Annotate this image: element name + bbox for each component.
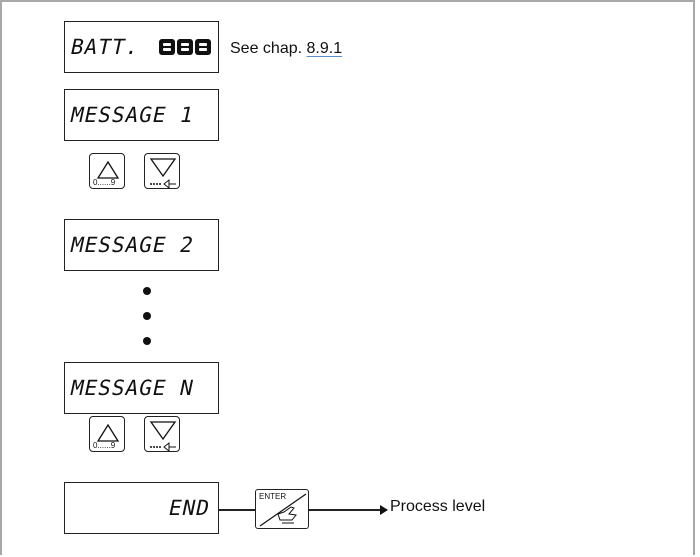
up-key-label: 0......9 (93, 178, 116, 187)
message-1-text: MESSAGE 1 (68, 103, 197, 127)
message-n-display: MESSAGE N (64, 362, 219, 414)
end-display: END (64, 482, 219, 534)
down-triangle-icon (149, 158, 177, 190)
down-triangle-icon (149, 421, 177, 453)
up-triangle-icon (96, 423, 120, 442)
segment-digit-icon (195, 38, 211, 55)
message-2-text: MESSAGE 2 (68, 233, 197, 257)
down-key[interactable] (144, 416, 180, 453)
batt-display: BATT. (64, 21, 219, 73)
segment-digit-icon (177, 38, 193, 55)
ellipsis-dot (143, 287, 151, 295)
end-text: END (166, 496, 213, 520)
enter-key[interactable]: ENTER (255, 489, 309, 529)
chapter-link[interactable]: 8.9.1 (306, 40, 343, 57)
up-key[interactable]: 0......9 (89, 416, 125, 452)
message-2-display: MESSAGE 2 (64, 219, 219, 271)
batt-label: BATT. (68, 35, 142, 59)
ellipsis-dot (143, 337, 151, 345)
connector-line (219, 509, 255, 511)
up-key[interactable]: 0......9 (89, 153, 125, 189)
arrowhead-icon (380, 505, 388, 515)
enter-key-label: ENTER (259, 492, 287, 501)
ellipsis-dot (143, 312, 151, 320)
up-triangle-icon (96, 160, 120, 179)
segment-digit-icon (159, 38, 175, 55)
up-key-label: 0......9 (93, 441, 116, 450)
process-level-label: Process level (390, 498, 486, 515)
hand-press-icon (259, 493, 307, 527)
chapter-note: See chap. 8.9.1 (230, 40, 342, 58)
message-n-text: MESSAGE N (68, 376, 197, 400)
segment-digits (157, 38, 211, 56)
note-prefix: See chap. (230, 40, 307, 57)
down-key[interactable] (144, 153, 180, 190)
message-1-display: MESSAGE 1 (64, 89, 219, 141)
connector-line (309, 509, 380, 511)
